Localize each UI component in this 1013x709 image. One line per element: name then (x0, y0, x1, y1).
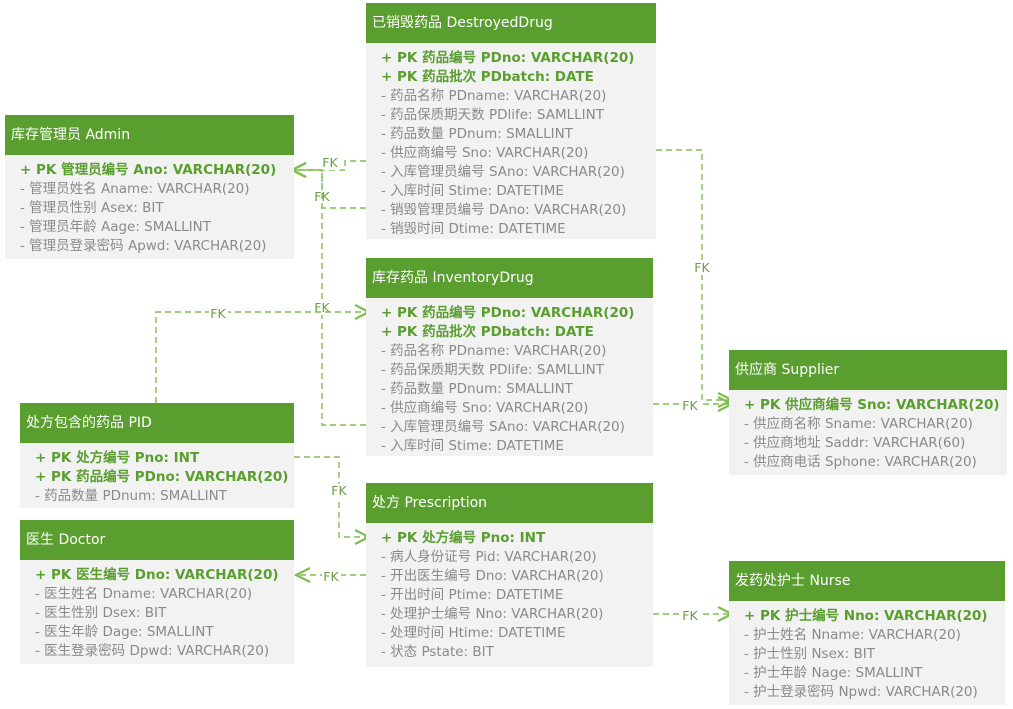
connector-destroyed-sano-admin: FK (292, 155, 366, 170)
fk-label-background (681, 399, 700, 413)
primary-key-field: + PK 药品批次 PDbatch: DATE (381, 324, 594, 340)
entity-field: - 状态 Pstate: BIT (381, 644, 494, 660)
entity-field: - 药品数量 PDnum: SMALLINT (381, 126, 573, 142)
primary-key-field: + PK 处方编号 Pno: INT (35, 450, 200, 466)
entity-field: - 供应商编号 Sno: VARCHAR(20) (381, 400, 589, 416)
connector-prescription-dno-doctor: FK (296, 569, 366, 584)
fk-label: FK (322, 155, 338, 170)
fk-label-background (681, 609, 700, 623)
entity-field: - 管理员性别 Asex: BIT (20, 200, 164, 216)
entity-field: - 护士年龄 Nage: SMALLINT (744, 665, 923, 681)
fk-label: FK (210, 306, 226, 321)
entity-fields: + PK 医生编号 Dno: VARCHAR(20) - 医生姓名 Dname: … (20, 560, 294, 667)
fk-label-background (209, 307, 228, 321)
entity-field: - 护士性别 Nsex: BIT (744, 646, 875, 662)
entity-field: - 供应商地址 Saddr: VARCHAR(60) (744, 435, 966, 451)
primary-key-field: + PK 护士编号 Nno: VARCHAR(20) (744, 608, 988, 624)
entity-field: - 处理护士编号 Nno: VARCHAR(20) (381, 606, 604, 622)
connector-pid-pno-prescription: FK (294, 456, 369, 537)
fk-label-background (693, 261, 712, 275)
fk-label: FK (694, 260, 710, 275)
entity-field: - 药品数量 PDnum: SMALLINT (35, 488, 227, 504)
fk-label: FK (682, 608, 698, 623)
entity-title: 医生 Doctor (20, 520, 294, 560)
entity-fields: + PK 处方编号 Pno: INT + PK 药品编号 PDno: VARCHA… (20, 443, 294, 512)
entity-field: - 病人身份证号 Pid: VARCHAR(20) (381, 549, 597, 565)
entity-admin[interactable]: 库存管理员 Admin + PK 管理员编号 Ano: VARCHAR(20) -… (5, 115, 294, 259)
entity-supplier[interactable]: 供应商 Supplier + PK 供应商编号 Sno: VARCHAR(20)… (729, 350, 1007, 475)
entity-destroyed-drug[interactable]: 已销毁药品 DestroyedDrug + PK 药品编号 PDno: VARC… (366, 3, 656, 239)
connector-destroyed-dano-admin: FK (292, 170, 366, 209)
entity-pid[interactable]: 处方包含的药品 PID + PK 处方编号 Pno: INT + PK 药品编号 … (20, 403, 294, 508)
primary-key-field: + PK 管理员编号 Ano: VARCHAR(20) (20, 162, 277, 178)
connector-destroyed-sno-supplier: FK (656, 149, 732, 400)
entity-title: 处方包含的药品 PID (20, 403, 294, 443)
entity-title: 已销毁药品 DestroyedDrug (366, 3, 656, 43)
entity-field: - 供应商名称 Sname: VARCHAR(20) (744, 416, 973, 432)
entity-field: - 销毁时间 Dtime: DATETIME (381, 221, 566, 237)
primary-key-field: + PK 药品编号 PDno: VARCHAR(20) (381, 305, 635, 321)
entity-field: - 开出时间 Ptime: DATETIME (381, 587, 564, 603)
entity-field: - 管理员年龄 Aage: SMALLINT (20, 219, 211, 235)
entity-field: - 药品名称 PDname: VARCHAR(20) (381, 88, 607, 104)
connector-pid-pdno-inventory: FK (155, 306, 369, 403)
primary-key-field: + PK 药品批次 PDbatch: DATE (381, 69, 594, 85)
entity-field: - 入库时间 Stime: DATETIME (381, 183, 564, 199)
fk-label-background (330, 484, 349, 498)
entity-nurse[interactable]: 发药处护士 Nurse + PK 护士编号 Nno: VARCHAR(20) - … (729, 561, 1005, 705)
entity-field: - 处理时间 Htime: DATETIME (381, 625, 566, 641)
entity-field: - 医生姓名 Dname: VARCHAR(20) (35, 586, 253, 602)
connector-line (155, 312, 369, 403)
entity-doctor[interactable]: 医生 Doctor + PK 医生编号 Dno: VARCHAR(20) - 医生… (20, 520, 294, 664)
entity-fields: + PK 药品编号 PDno: VARCHAR(20) + PK 药品批次 PDb… (366, 43, 656, 245)
entity-fields: + PK 护士编号 Nno: VARCHAR(20) - 护士姓名 Nname: … (729, 601, 1005, 708)
entity-fields: + PK 处方编号 Pno: INT - 病人身份证号 Pid: VARCHAR(… (366, 523, 653, 668)
entity-field: - 管理员姓名 Aname: VARCHAR(20) (20, 181, 250, 197)
entity-field: - 管理员登录密码 Apwd: VARCHAR(20) (20, 238, 267, 254)
entity-title: 处方 Prescription (366, 483, 653, 523)
entity-field: - 销毁管理员编号 DAno: VARCHAR(20) (381, 202, 627, 218)
connector-line (292, 160, 366, 170)
entity-field: - 入库管理员编号 SAno: VARCHAR(20) (381, 164, 625, 180)
connector-inventory-sno-supplier: FK (653, 398, 732, 413)
entity-field: - 药品数量 PDnum: SMALLINT (381, 381, 573, 397)
entity-field: - 药品保质期天数 PDlife: SAMLLINT (381, 107, 604, 123)
entity-field: - 医生年龄 Dage: SMALLINT (35, 624, 214, 640)
entity-field: - 开出医生编号 Dno: VARCHAR(20) (381, 568, 604, 584)
connector-prescription-nno-nurse: FK (653, 608, 732, 623)
primary-key-field: + PK 药品编号 PDno: VARCHAR(20) (35, 469, 289, 485)
entity-field: - 医生性别 Dsex: BIT (35, 605, 167, 621)
entity-fields: + PK 管理员编号 Ano: VARCHAR(20) - 管理员姓名 Aname… (5, 155, 294, 262)
fk-label-background (321, 156, 340, 170)
primary-key-field: + PK 处方编号 Pno: INT (381, 530, 546, 546)
entity-field: - 护士姓名 Nname: VARCHAR(20) (744, 627, 961, 643)
entity-fields: + PK 药品编号 PDno: VARCHAR(20) + PK 药品批次 PDb… (366, 298, 653, 462)
entity-field: - 入库时间 Stime: DATETIME (381, 438, 564, 454)
entity-title: 发药处护士 Nurse (729, 561, 1005, 601)
fk-label: FK (314, 300, 330, 315)
entity-title: 库存药品 InventoryDrug (366, 258, 653, 298)
entity-title: 供应商 Supplier (729, 350, 1007, 390)
entity-prescription[interactable]: 处方 Prescription + PK 处方编号 Pno: INT - 病人身份… (366, 483, 653, 667)
primary-key-field: + PK 药品编号 PDno: VARCHAR(20) (381, 50, 635, 66)
entity-fields: + PK 供应商编号 Sno: VARCHAR(20) - 供应商名称 Sname… (729, 390, 1007, 478)
entity-inventory-drug[interactable]: 库存药品 InventoryDrug + PK 药品编号 PDno: VARCH… (366, 258, 653, 456)
primary-key-field: + PK 医生编号 Dno: VARCHAR(20) (35, 567, 279, 583)
entity-field: - 供应商编号 Sno: VARCHAR(20) (381, 145, 589, 161)
entity-field: - 入库管理员编号 SAno: VARCHAR(20) (381, 419, 625, 435)
entity-field: - 药品名称 PDname: VARCHAR(20) (381, 343, 607, 359)
fk-label: FK (682, 398, 698, 413)
primary-key-field: + PK 供应商编号 Sno: VARCHAR(20) (744, 397, 1000, 413)
fk-label: FK (331, 483, 347, 498)
entity-field: - 供应商电话 Sphone: VARCHAR(20) (744, 454, 977, 470)
entity-title: 库存管理员 Admin (5, 115, 294, 155)
fk-label-background (322, 570, 341, 584)
entity-field: - 药品保质期天数 PDlife: SAMLLINT (381, 362, 604, 378)
fk-label: FK (323, 569, 339, 584)
connector-line (292, 170, 366, 426)
entity-field: - 护士登录密码 Npwd: VARCHAR(20) (744, 684, 978, 700)
entity-field: - 医生登录密码 Dpwd: VARCHAR(20) (35, 643, 270, 659)
